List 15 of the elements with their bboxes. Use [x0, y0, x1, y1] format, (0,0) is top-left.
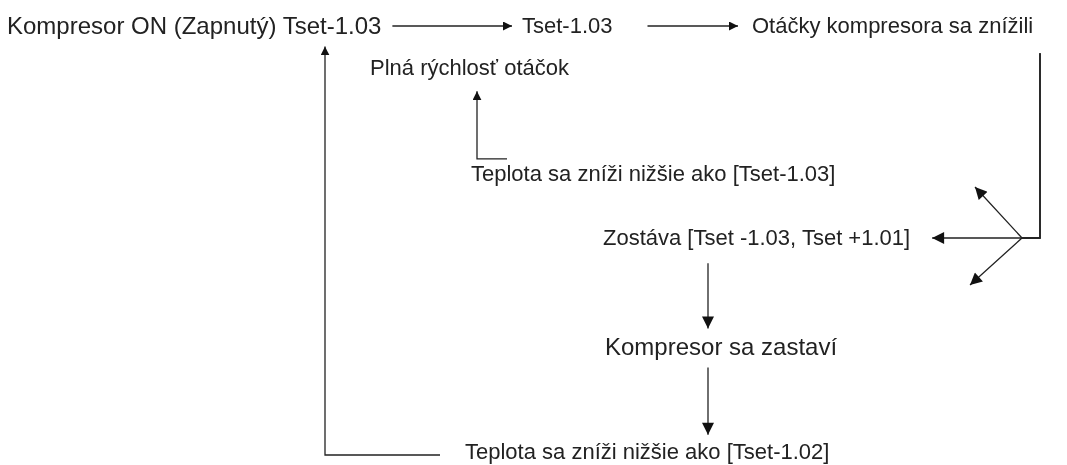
arrow	[969, 52, 1041, 286]
arrow	[646, 21, 739, 31]
flow-step-text: Kompresor ON (Zapnutý) Tset-1.03	[7, 11, 382, 41]
arrow	[702, 262, 714, 330]
flow-step-text: Otáčky kompresora sa znížili	[752, 12, 1034, 40]
flow-step-text: Teplota sa zníži nižšie ako [Tset-1.03]	[471, 160, 836, 188]
arrow	[472, 90, 508, 160]
arrow	[702, 366, 714, 436]
flow-step-text: Zostáva [Tset -1.03, Tset +1.01]	[603, 224, 911, 252]
arrow	[320, 45, 441, 456]
flow-step-text: Tset-1.03	[522, 12, 613, 40]
flow-step-text: Kompresor sa zastaví	[605, 332, 838, 362]
flow-step-text: Teplota sa zníži nižšie ako [Tset-1.02]	[465, 438, 830, 465]
arrow	[391, 21, 513, 31]
flow-step-text: Plná rýchlosť otáčok	[370, 54, 569, 82]
